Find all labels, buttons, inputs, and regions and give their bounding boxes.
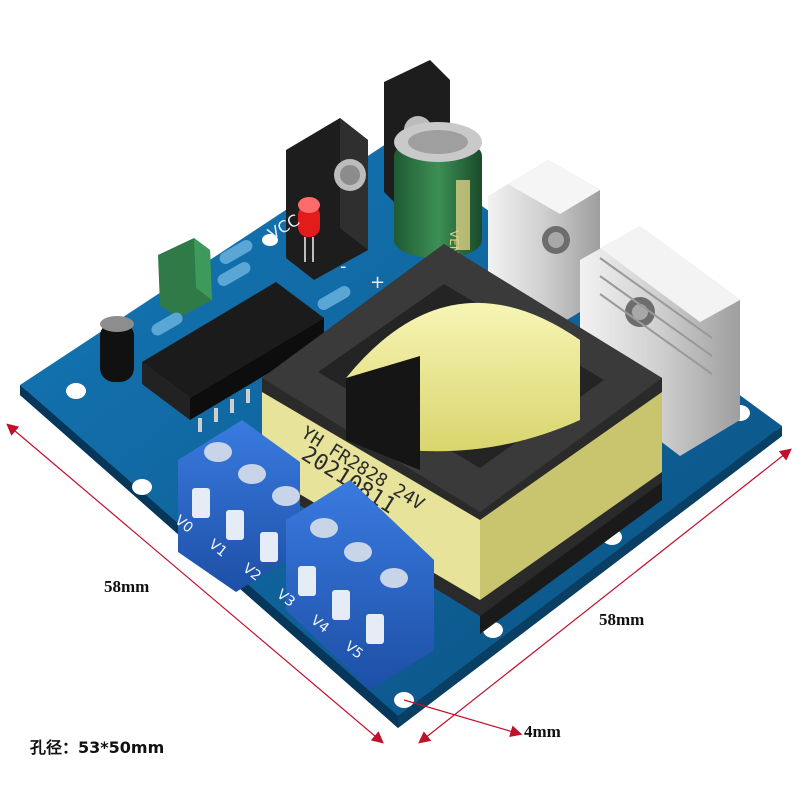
small-capacitor (100, 316, 134, 382)
hole-callout-arrow (403, 699, 523, 738)
film-capacitor (158, 238, 212, 318)
hole-diameter-label: 4mm (524, 722, 561, 741)
right-dimension-arrow (418, 448, 792, 744)
right-edge-dimension-label: 58mm (599, 610, 645, 629)
polarity-minus: - (340, 256, 347, 277)
dimension-lines (6, 423, 792, 744)
polarity-plus: + (370, 272, 385, 293)
electrolytic-capacitor: VENT (394, 122, 482, 263)
resistors (151, 240, 351, 336)
left-dimension-arrow (6, 423, 384, 744)
hole-spacing-label: 孔径：53*50mm (30, 738, 165, 757)
left-edge-dimension-label: 58mm (104, 577, 150, 596)
power-led (298, 197, 320, 262)
